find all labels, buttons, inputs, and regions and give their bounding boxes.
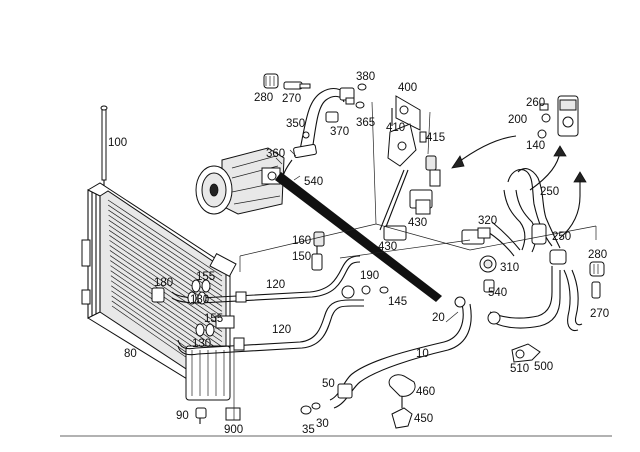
label-155-lower: 155 [204, 313, 223, 325]
label-130-upper: 130 [190, 294, 209, 306]
condenser-fin [109, 245, 223, 322]
clamp-510 [511, 343, 541, 363]
hose-right-lower [487, 249, 583, 332]
label-200: 200 [508, 114, 527, 126]
direction-arrows [451, 135, 587, 239]
label-280-right: 280 [588, 249, 607, 261]
label-130-lower: 130 [192, 338, 211, 350]
small-parts-top [263, 73, 367, 123]
label-180: 180 [154, 277, 173, 289]
label-400: 400 [398, 82, 417, 94]
hose-250 [487, 168, 561, 257]
condenser-fin [110, 260, 223, 337]
label-430-lower: 430 [378, 241, 397, 253]
clips [388, 374, 416, 429]
label-350: 350 [286, 118, 305, 130]
drain-fittings [195, 407, 241, 424]
label-370: 370 [330, 126, 349, 138]
bracket-400 [379, 95, 427, 233]
condenser-fin [108, 214, 223, 292]
label-120-upper: 120 [266, 279, 285, 291]
label-280-top: 280 [254, 92, 273, 104]
drier-rod [100, 105, 108, 186]
part-labels: 100 80 90 900 180 155 130 155 130 120 12… [108, 71, 609, 436]
label-415: 415 [426, 132, 445, 144]
label-120-lower: 120 [272, 324, 291, 336]
leader-wedge [275, 172, 442, 302]
label-90: 90 [176, 410, 189, 422]
label-365: 365 [356, 117, 375, 129]
label-430-upper: 430 [408, 217, 427, 229]
label-260: 260 [526, 97, 545, 109]
label-410: 410 [386, 122, 405, 134]
label-50: 50 [322, 378, 335, 390]
label-500: 500 [534, 361, 553, 373]
label-310: 310 [500, 262, 519, 274]
pipe-120-upper [171, 255, 361, 304]
label-540-right: 540 [488, 287, 507, 299]
condenser-fin [108, 209, 223, 287]
label-450: 450 [414, 413, 433, 425]
hose-350 [281, 87, 355, 183]
label-540-top: 540 [304, 176, 323, 188]
reference-lines [233, 101, 597, 420]
fittings-bottom [300, 383, 353, 415]
label-35: 35 [302, 424, 315, 436]
label-80: 80 [124, 348, 137, 360]
condenser-fin [107, 204, 223, 282]
condenser-fin [110, 280, 223, 358]
leader-lines [275, 149, 459, 323]
label-250-upper: 250 [540, 186, 559, 198]
label-320: 320 [478, 215, 497, 227]
label-270-top: 270 [282, 93, 301, 105]
label-30: 30 [316, 418, 329, 430]
fittings-left [151, 279, 215, 337]
label-900: 900 [224, 424, 243, 436]
label-20: 20 [432, 312, 445, 324]
label-150: 150 [292, 251, 311, 263]
label-160: 160 [292, 235, 311, 247]
label-140: 140 [526, 140, 545, 152]
expansion-block [461, 227, 497, 293]
label-250-lower: 250 [552, 231, 571, 243]
condenser-fin [109, 255, 223, 332]
label-10: 10 [416, 348, 429, 360]
small-parts-right [589, 261, 605, 299]
condenser-fin [109, 250, 223, 327]
label-145: 145 [388, 296, 407, 308]
label-190: 190 [360, 270, 379, 282]
label-460: 460 [416, 386, 435, 398]
expansion-valve [537, 95, 579, 139]
label-380: 380 [356, 71, 375, 83]
label-100: 100 [108, 137, 127, 149]
label-155-upper: 155 [196, 271, 215, 283]
valve-430 [383, 155, 441, 241]
label-510: 510 [510, 363, 529, 375]
condenser-fin [107, 199, 223, 277]
label-360: 360 [266, 148, 285, 160]
label-270-right: 270 [590, 308, 609, 320]
condenser-fin [110, 275, 223, 353]
pressure-switch [311, 231, 389, 299]
compressor [195, 147, 285, 215]
